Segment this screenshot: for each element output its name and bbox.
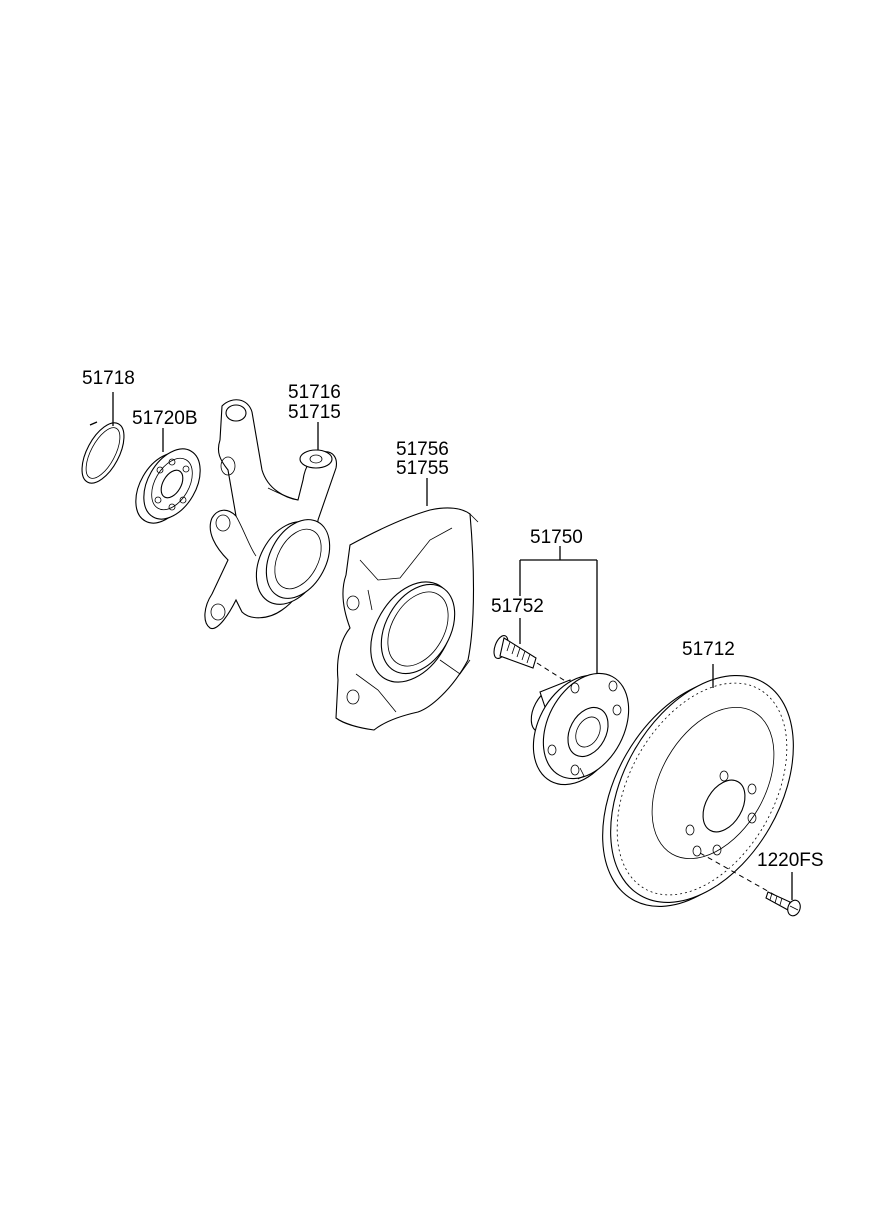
label-51712[interactable]: 51712 bbox=[682, 639, 735, 660]
label-51718[interactable]: 51718 bbox=[82, 368, 135, 389]
hub-bolt-51752[interactable] bbox=[491, 634, 537, 669]
bolt-axis-51752 bbox=[536, 662, 571, 685]
leader-51750 bbox=[519, 546, 598, 676]
dust-cover-51756[interactable] bbox=[335, 507, 479, 731]
label-51720b[interactable]: 51720B bbox=[132, 408, 198, 429]
label-51752[interactable]: 51752 bbox=[491, 596, 544, 617]
screw-axis-1220fs bbox=[699, 852, 781, 899]
bearing-51720b[interactable] bbox=[124, 439, 212, 533]
label-51755[interactable]: 51755 bbox=[396, 458, 449, 479]
steering-knuckle-51716[interactable] bbox=[204, 399, 343, 629]
brake-disc-51712[interactable] bbox=[565, 643, 831, 938]
wheel-hub-51750[interactable] bbox=[515, 659, 645, 800]
label-51756[interactable]: 51756 bbox=[396, 439, 449, 460]
snap-ring-51718[interactable] bbox=[73, 416, 132, 489]
label-51716[interactable]: 51716 bbox=[288, 382, 341, 403]
label-1220fs[interactable]: 1220FS bbox=[757, 850, 824, 871]
label-51715[interactable]: 51715 bbox=[288, 402, 341, 423]
screw-1220fs[interactable] bbox=[765, 891, 802, 918]
label-51750[interactable]: 51750 bbox=[530, 527, 583, 548]
